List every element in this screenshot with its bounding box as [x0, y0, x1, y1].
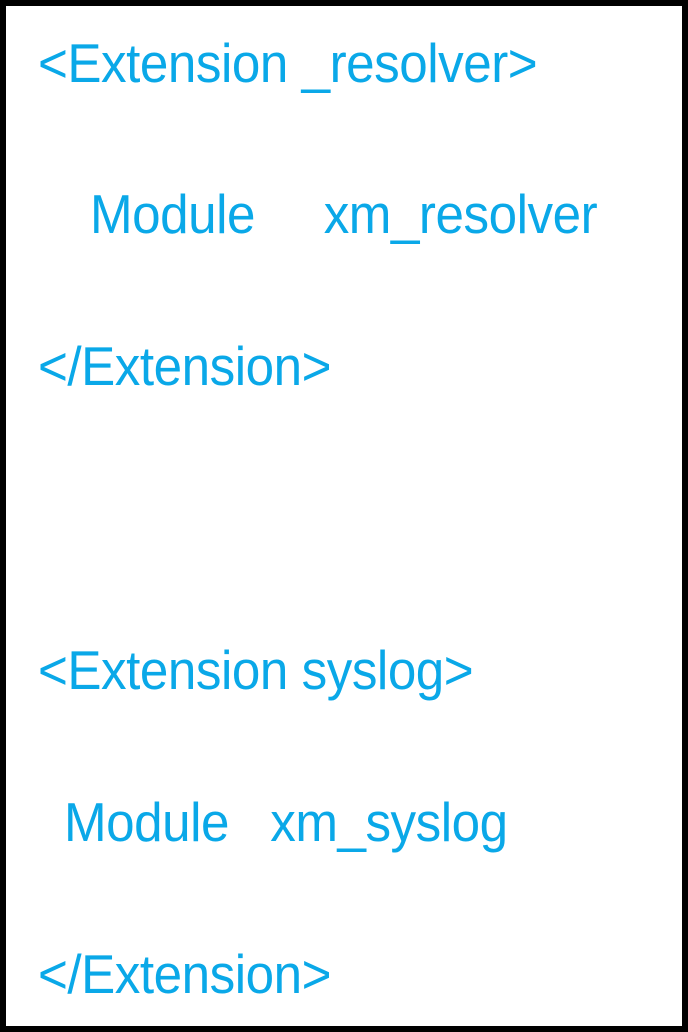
code-line-module-xm-resolver: Module xm_resolver — [90, 183, 598, 245]
code-line-extension-syslog-close: </Extension> — [38, 943, 332, 1005]
code-block: <Extension _resolver> Module xm_resolver… — [6, 6, 682, 1026]
code-line-module-xm-syslog: Module xm_syslog — [64, 791, 508, 853]
code-line-extension-syslog-open: <Extension syslog> — [38, 639, 474, 701]
code-line-extension-resolver-close: </Extension> — [38, 335, 332, 397]
code-line-extension-resolver-open: <Extension _resolver> — [38, 32, 538, 94]
